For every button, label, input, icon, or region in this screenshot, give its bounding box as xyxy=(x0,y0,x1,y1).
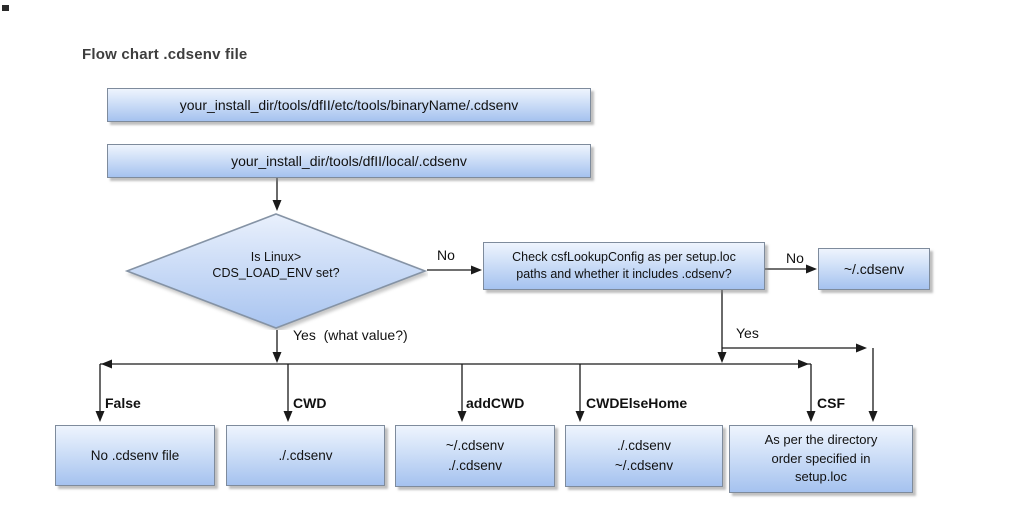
node-text-line-2: order specified in xyxy=(771,450,871,466)
connector-yes-branch-to-csf xyxy=(722,343,878,422)
decision-line-1: Is Linux> xyxy=(250,249,302,264)
node-install-dir-local-path: your_install_dir/tools/dfII/local/.cdsen… xyxy=(107,144,591,178)
node-result-cwd: ./.cdsenv xyxy=(226,425,385,486)
node-text-line-1: ./.cdsenv xyxy=(616,438,672,454)
connector-main-horizontal xyxy=(100,359,811,369)
decision-line-2: CDS_LOAD_ENV set? xyxy=(212,266,340,280)
edge-label-yes-check: Yes xyxy=(736,325,759,341)
node-text: your_install_dir/tools/dfII/etc/tools/bi… xyxy=(179,96,519,113)
connector-drop-cwd xyxy=(283,364,293,422)
node-text: No .cdsenv file xyxy=(90,447,180,463)
node-text: your_install_dir/tools/dfII/local/.cdsen… xyxy=(231,152,467,169)
page-title: Flow chart .cdsenv file xyxy=(82,46,248,63)
node-text-line-1: As per the directory xyxy=(764,431,878,447)
node-check-csflookupconfig: Check csfLookupConfig as per setup.loc p… xyxy=(483,242,765,290)
node-text-line-2: paths and whether it includes .cdsenv? xyxy=(516,267,732,281)
node-text-line-2: ./.cdsenv xyxy=(447,458,503,473)
corner-artifact xyxy=(2,5,9,11)
node-result-cwdelsehome: ./.cdsenv ~/.cdsenv xyxy=(565,425,723,487)
decision-text: Is Linux> CDS_LOAD_ENV set? xyxy=(124,212,428,330)
edge-label-no-decision: No xyxy=(437,247,455,263)
node-text: ~/.cdsenv xyxy=(843,260,905,277)
connector-path2-to-decision xyxy=(272,178,282,211)
node-result-csf: As per the directory order specified in … xyxy=(729,425,913,493)
connector-drop-csf xyxy=(806,364,816,422)
branch-label-cwd: CWD xyxy=(293,395,327,411)
node-result-false: No .cdsenv file xyxy=(55,425,215,486)
branch-label-addcwd: addCWD xyxy=(466,395,525,411)
diamond-shape xyxy=(124,213,428,329)
node-result-addcwd: ~/.cdsenv ./.cdsenv xyxy=(395,425,555,487)
branch-label-false: False xyxy=(105,395,141,411)
node-text-line-2: ~/.cdsenv xyxy=(614,458,674,473)
edge-label-no-check: No xyxy=(786,250,804,266)
node-home-cdsenv: ~/.cdsenv xyxy=(818,248,930,290)
connector-drop-false xyxy=(95,364,105,422)
node-text: ./.cdsenv xyxy=(278,447,333,463)
node-text-line-1: ~/.cdsenv xyxy=(445,438,505,454)
connector-drop-cwdelsehome xyxy=(575,364,585,422)
decision-diamond: Is Linux> CDS_LOAD_ENV set? xyxy=(124,212,428,330)
node-install-dir-binary-path: your_install_dir/tools/dfII/etc/tools/bi… xyxy=(107,88,591,122)
branch-label-csf: CSF xyxy=(817,395,845,411)
node-text-line-3: setup.loc xyxy=(794,469,848,485)
connector-decision-yes-down xyxy=(272,330,282,363)
connector-decision-to-check xyxy=(427,265,482,275)
connector-drop-addcwd xyxy=(457,364,467,422)
connector-check-yes-down xyxy=(717,290,727,363)
edge-label-yes-what-value: Yes (what value?) xyxy=(293,327,408,343)
branch-label-cwdelsehome: CWDElseHome xyxy=(586,395,688,411)
node-text-line-1: Check csfLookupConfig as per setup.loc xyxy=(512,250,736,265)
